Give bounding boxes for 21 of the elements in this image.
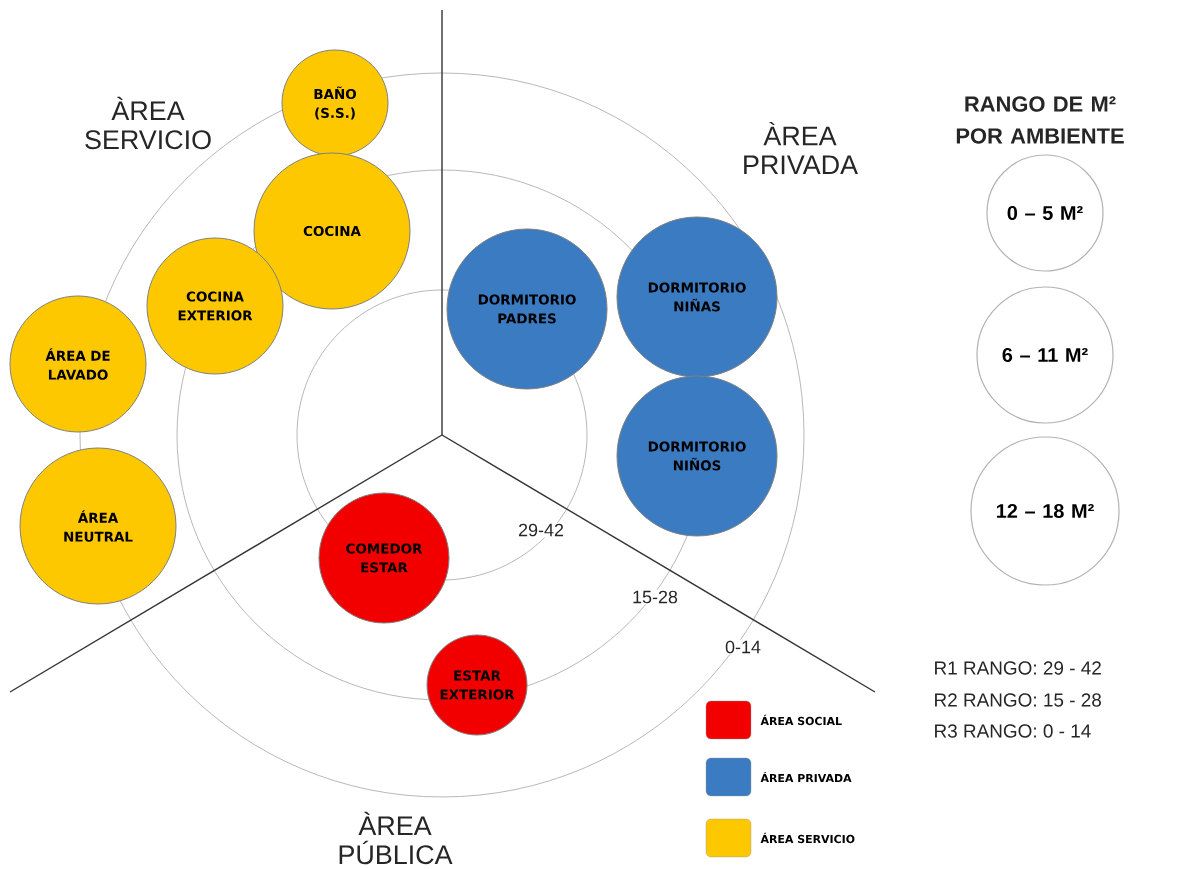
range-note: R1 RANGO: 29 - 42 <box>935 661 1101 675</box>
room-bubble: BAÑO (S.S.) <box>281 49 389 157</box>
ring-label: 0-14 <box>724 639 762 655</box>
room-bubble: DORMITORIO PADRES <box>446 228 608 390</box>
room-bubble: ÁREA NEUTRAL <box>19 447 177 605</box>
room-bubble: DORMITORIO NIÑOS <box>616 375 778 537</box>
ring-label: 15-28 <box>631 589 679 605</box>
area-label: ÀREA SERVICIO <box>85 96 211 150</box>
room-bubble: COCINA EXTERIOR <box>146 237 284 375</box>
room-bubble: DORMITORIO NIÑAS <box>616 216 778 378</box>
room-bubble: ÁREA DE LAVADO <box>9 295 147 433</box>
room-bubble: COMEDOR ESTAR <box>318 492 450 624</box>
room-bubble: ESTAR EXTERIOR <box>426 634 528 736</box>
legend-label: ÁREA SERVICIO <box>760 832 855 844</box>
area-label: ÀREA PÚBLICA <box>339 811 453 865</box>
area-label: ÀREA PRIVADA <box>744 121 858 175</box>
legend-label: ÁREA PRIVADA <box>760 771 852 783</box>
range-note: R2 RANGO: 15 - 28 <box>935 693 1101 707</box>
ring-label: 29-42 <box>517 522 565 538</box>
legend-label: ÁREA SOCIAL <box>760 714 842 726</box>
range-note: R3 RANGO: 0 - 14 <box>935 724 1091 738</box>
